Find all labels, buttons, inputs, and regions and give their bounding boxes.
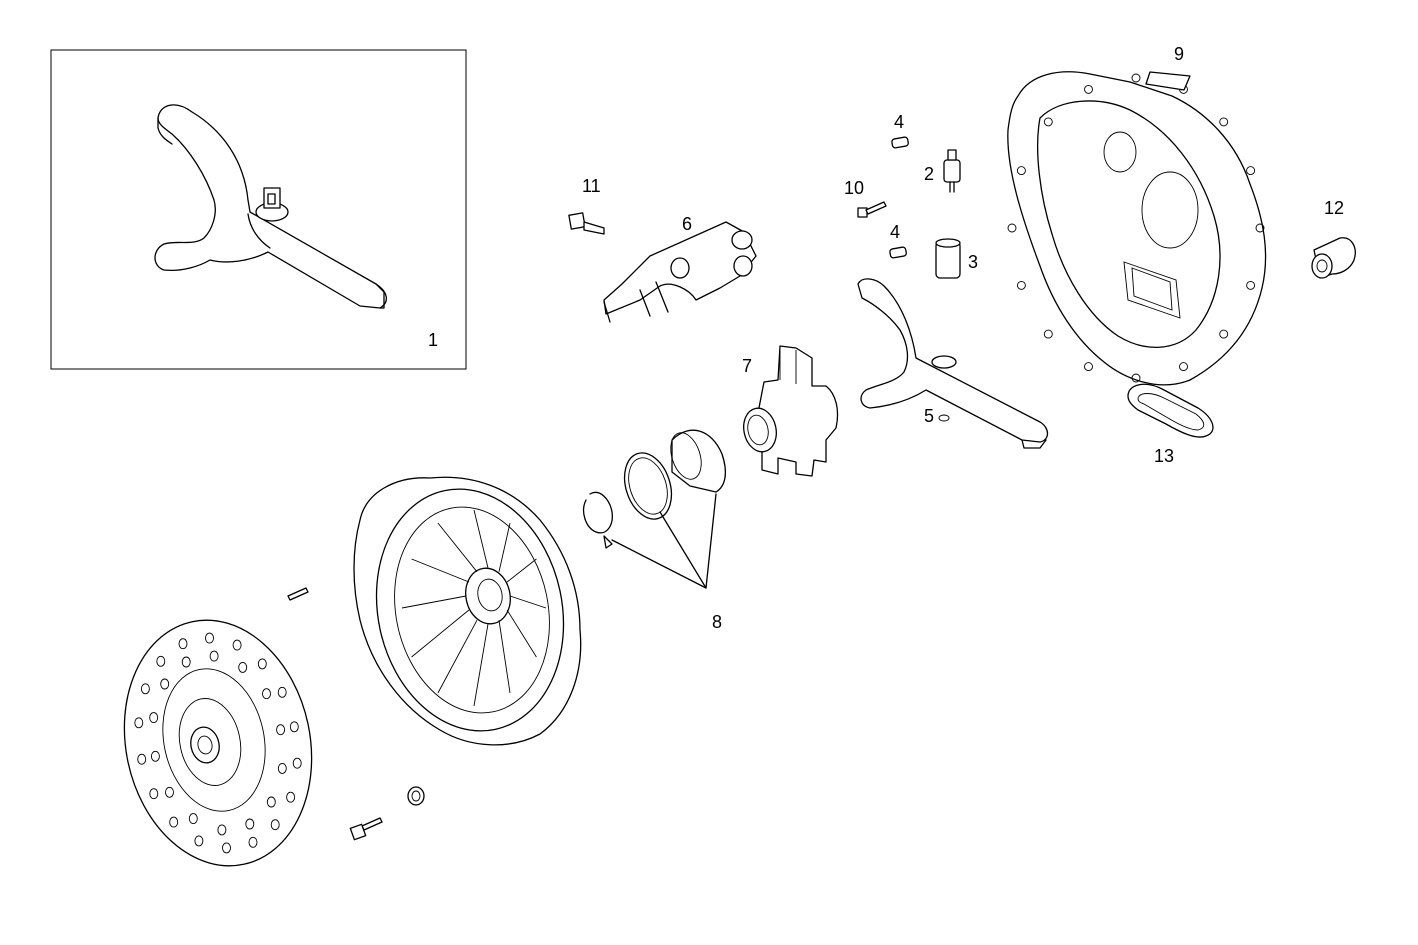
disc-hole bbox=[289, 721, 299, 733]
switch-2 bbox=[943, 149, 961, 193]
plate-spoke bbox=[437, 522, 478, 573]
plate-spoke bbox=[401, 595, 467, 609]
release-fork-inset bbox=[154, 104, 387, 309]
label-part-10: 10 bbox=[844, 178, 864, 198]
plate-spoke bbox=[509, 595, 547, 609]
label-part-2: 2 bbox=[924, 164, 934, 184]
disc-hole bbox=[169, 816, 179, 828]
disc-hole bbox=[150, 750, 160, 762]
bushing-4a bbox=[891, 136, 909, 149]
disc-hole bbox=[277, 686, 287, 698]
plate-spoke bbox=[498, 620, 511, 693]
disc-hole bbox=[266, 796, 276, 808]
label-part-13: 13 bbox=[1154, 446, 1174, 466]
disc-hole bbox=[257, 658, 267, 670]
clutch-disc bbox=[123, 619, 313, 867]
pressure-plate bbox=[353, 476, 582, 746]
disc-hole bbox=[286, 791, 296, 803]
disc-hole bbox=[160, 678, 170, 690]
housing-bolt-hole bbox=[1179, 362, 1188, 372]
plate-spoke bbox=[437, 619, 478, 694]
disc-hole bbox=[222, 842, 231, 854]
plate-spoke bbox=[473, 509, 489, 569]
disc-hole bbox=[277, 762, 287, 774]
disc-hole bbox=[262, 688, 271, 700]
plate-spoke bbox=[411, 558, 470, 583]
disc-hole bbox=[140, 683, 150, 695]
label-part-7: 7 bbox=[742, 356, 752, 376]
housing-bolt-hole bbox=[1084, 84, 1093, 94]
disc-hole bbox=[178, 638, 188, 650]
housing-bolt-hole bbox=[1131, 73, 1141, 83]
housing-bolt-hole bbox=[1219, 329, 1229, 339]
label-part-1: 1 bbox=[428, 330, 438, 350]
housing-bolt-hole bbox=[1084, 362, 1093, 372]
sleeve-3 bbox=[935, 238, 961, 279]
bolt-11 bbox=[568, 212, 605, 235]
disc-hole bbox=[217, 824, 227, 836]
housing-bolt-hole bbox=[1246, 166, 1256, 176]
disc-hole bbox=[238, 661, 248, 673]
pad-9 bbox=[1145, 71, 1191, 91]
dowel-pin bbox=[287, 587, 309, 601]
plate-spoke bbox=[411, 609, 470, 658]
disc-hole bbox=[245, 818, 255, 830]
disc-hole bbox=[276, 724, 286, 736]
housing-bolt-hole bbox=[1255, 223, 1265, 233]
label-part-4a: 4 bbox=[894, 112, 904, 132]
label-part-8: 8 bbox=[712, 612, 722, 632]
housing-bolt-hole bbox=[1043, 117, 1053, 127]
disc-hole bbox=[209, 650, 219, 662]
housing-bolt-hole bbox=[1016, 280, 1026, 290]
label-part-12: 12 bbox=[1324, 198, 1344, 218]
release-fork bbox=[857, 278, 1049, 449]
disc-hole bbox=[149, 788, 159, 800]
bushing-12 bbox=[1311, 237, 1356, 279]
plate-spoke bbox=[473, 623, 489, 707]
gasket-13 bbox=[1127, 383, 1214, 438]
label-part-6: 6 bbox=[682, 214, 692, 234]
disc-hole bbox=[194, 835, 204, 847]
disc-hole bbox=[292, 757, 302, 769]
plate-spoke bbox=[498, 523, 511, 572]
disc-hole bbox=[149, 712, 159, 724]
disc-hole bbox=[188, 813, 198, 825]
housing-bolt-hole bbox=[1043, 329, 1053, 339]
housing-bolt-hole bbox=[1131, 373, 1141, 383]
bushing-4b bbox=[889, 246, 907, 259]
label-part-4b: 4 bbox=[890, 222, 900, 242]
bolt-10 bbox=[857, 201, 887, 218]
label-part-11: 11 bbox=[582, 176, 601, 196]
release-bearing bbox=[743, 345, 839, 477]
label-part-9: 9 bbox=[1174, 44, 1184, 64]
housing-bolt-hole bbox=[1246, 280, 1256, 290]
disc-hole bbox=[232, 639, 242, 651]
housing-bolt-hole bbox=[1016, 166, 1026, 176]
plate-spoke bbox=[506, 558, 537, 583]
disc-bolt bbox=[349, 817, 383, 841]
inset-box bbox=[50, 49, 467, 370]
label-part-5: 5 bbox=[924, 406, 934, 426]
housing-bolt-hole bbox=[1007, 223, 1017, 233]
label-part-3: 3 bbox=[968, 252, 978, 272]
disc-hole bbox=[165, 786, 174, 798]
disc-hole bbox=[248, 836, 258, 848]
disc-hole bbox=[181, 656, 191, 668]
disc-hole bbox=[134, 717, 144, 729]
disc-hole bbox=[270, 819, 280, 831]
disc-washer bbox=[407, 786, 425, 806]
disc-hole bbox=[205, 632, 214, 644]
plate-spoke bbox=[506, 609, 537, 658]
disc-hole bbox=[137, 753, 147, 765]
slave-cylinder bbox=[603, 221, 757, 323]
part-8-rings bbox=[582, 429, 727, 589]
housing-bolt-hole bbox=[1219, 117, 1229, 127]
disc-hole bbox=[156, 655, 166, 667]
clutch-housing bbox=[1007, 71, 1267, 386]
